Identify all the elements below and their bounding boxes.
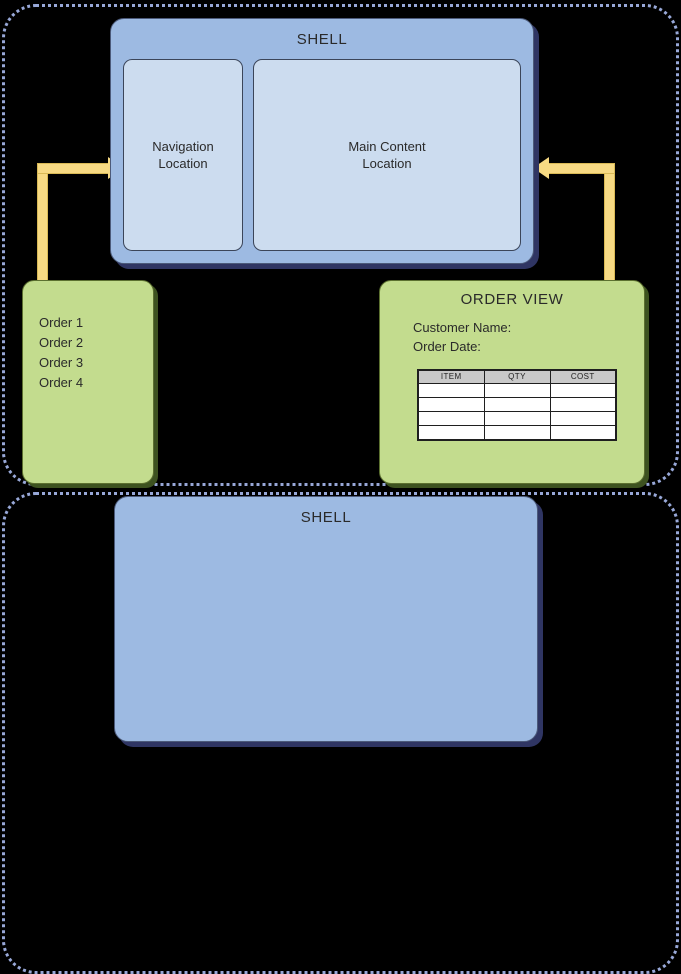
order-view-fields: Customer Name: Order Date: bbox=[380, 308, 644, 356]
region-navigation-label: Navigation Location bbox=[152, 139, 214, 171]
field-order-date: Order Date: bbox=[413, 339, 481, 354]
cell-qty[interactable] bbox=[483, 411, 551, 426]
order-items-table[interactable]: ITEM QTY COST bbox=[417, 369, 617, 441]
diagram-canvas: SHELL Navigation Location Main Content L… bbox=[2, 4, 679, 974]
table-row[interactable] bbox=[417, 425, 617, 441]
column-header-item: ITEM bbox=[417, 369, 485, 384]
column-header-cost: COST bbox=[549, 369, 617, 384]
cell-qty[interactable] bbox=[483, 425, 551, 441]
orders-list: Order 1 Order 2 Order 3 Order 4 bbox=[23, 281, 153, 393]
column-header-qty: QTY bbox=[483, 369, 551, 384]
cell-item[interactable] bbox=[417, 383, 485, 398]
list-item[interactable]: Order 1 bbox=[39, 315, 84, 330]
order-view-card[interactable]: ORDER VIEW Customer Name: Order Date: IT… bbox=[379, 280, 645, 484]
table-row[interactable] bbox=[417, 411, 617, 426]
cell-item[interactable] bbox=[417, 425, 485, 441]
table-row[interactable] bbox=[417, 383, 617, 398]
connector-orderview-horizontal bbox=[548, 163, 615, 174]
connector-orders-horizontal bbox=[37, 163, 113, 174]
list-item[interactable]: Order 2 bbox=[39, 335, 84, 350]
cell-qty[interactable] bbox=[483, 397, 551, 412]
cell-cost[interactable] bbox=[549, 411, 617, 426]
shell-title: SHELL bbox=[296, 31, 348, 48]
field-customer-name: Customer Name: bbox=[413, 320, 512, 335]
connector-orderview-arrowhead bbox=[533, 157, 549, 179]
shell-body: Navigation Location Main Content Locatio… bbox=[123, 59, 521, 251]
region-main-content-location[interactable]: Main Content Location bbox=[253, 59, 521, 251]
shell-secondary-title: SHELL bbox=[300, 509, 352, 526]
cell-item[interactable] bbox=[417, 397, 485, 412]
list-item[interactable]: Order 4 bbox=[39, 375, 84, 390]
cell-qty[interactable] bbox=[483, 383, 551, 398]
orders-card[interactable]: Order 1 Order 2 Order 3 Order 4 bbox=[22, 280, 154, 484]
region-main-content-label: Main Content Location bbox=[348, 139, 426, 171]
cell-cost[interactable] bbox=[549, 425, 617, 441]
shell-panel[interactable]: SHELL Navigation Location Main Content L… bbox=[110, 18, 534, 264]
shell-panel-secondary[interactable]: SHELL bbox=[114, 496, 538, 742]
order-view-title: ORDER VIEW bbox=[460, 291, 564, 308]
table-header-row: ITEM QTY COST bbox=[417, 369, 617, 384]
table-row[interactable] bbox=[417, 397, 617, 412]
cell-item[interactable] bbox=[417, 411, 485, 426]
cell-cost[interactable] bbox=[549, 397, 617, 412]
connector-orderview-vertical bbox=[604, 168, 615, 284]
region-navigation-location[interactable]: Navigation Location bbox=[123, 59, 243, 251]
cell-cost[interactable] bbox=[549, 383, 617, 398]
connector-orders-vertical bbox=[37, 168, 48, 284]
list-item[interactable]: Order 3 bbox=[39, 355, 84, 370]
